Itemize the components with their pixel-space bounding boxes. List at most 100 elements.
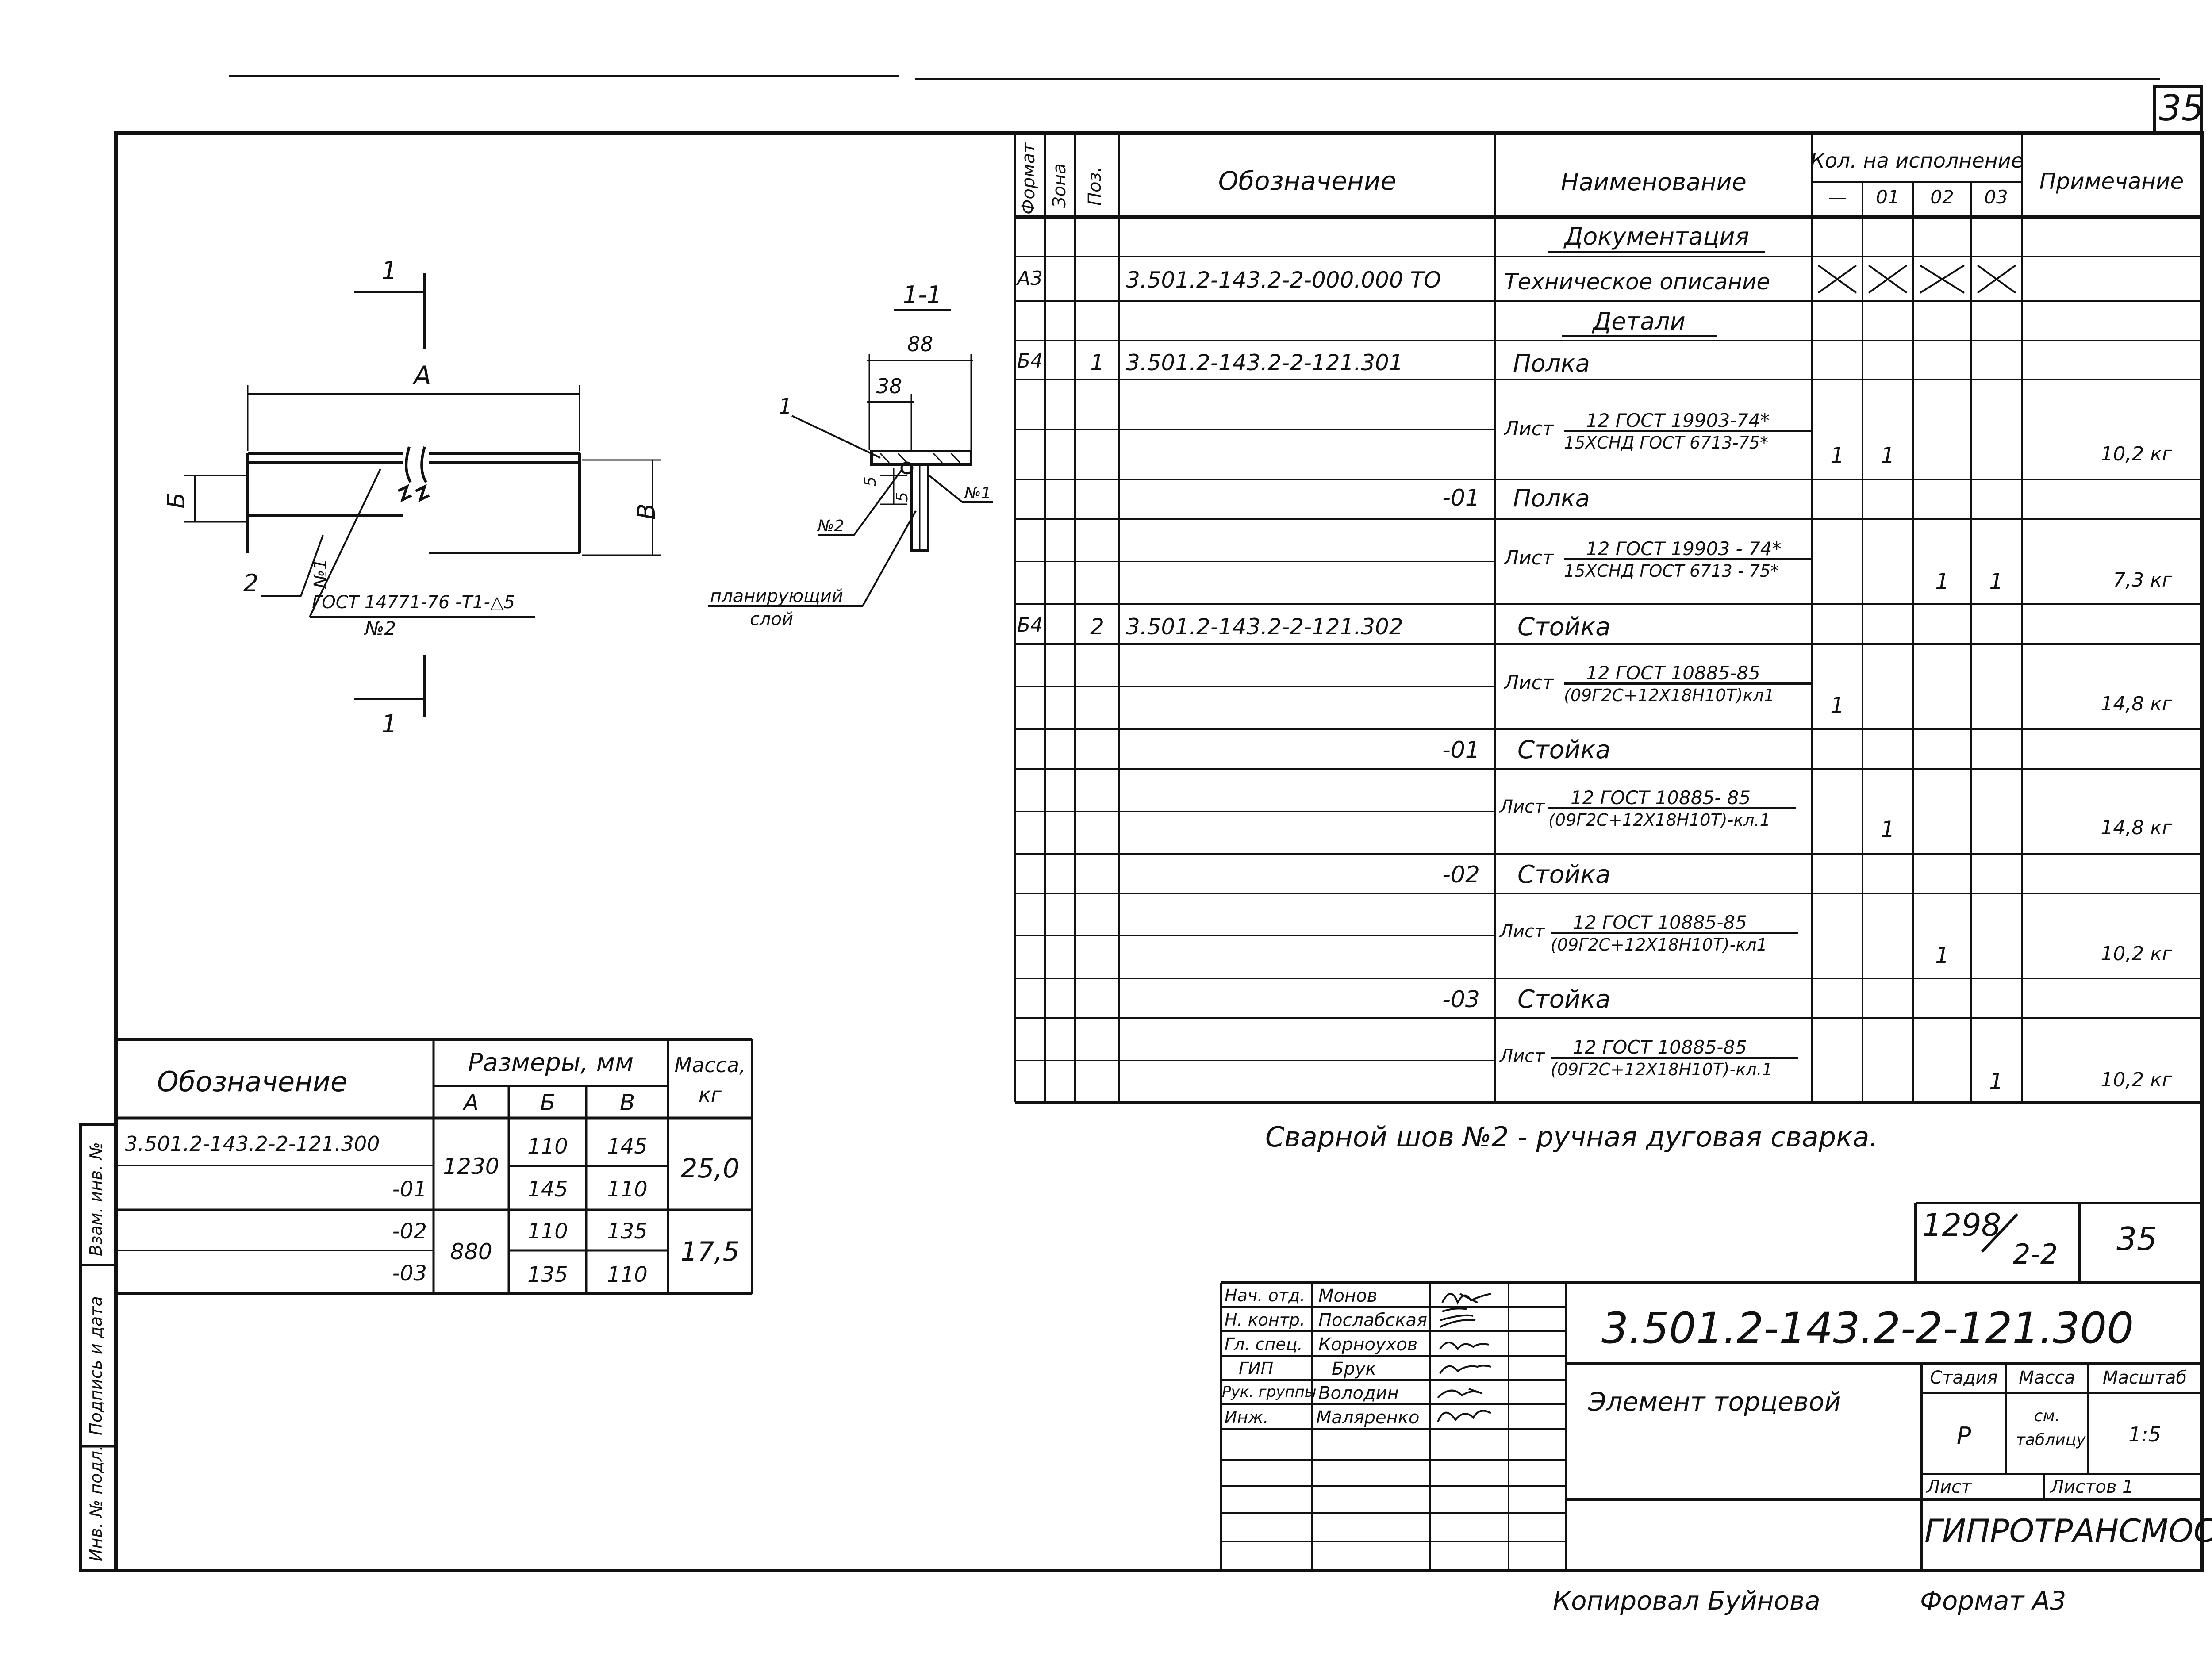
weld-no2-label: №2 <box>365 617 396 639</box>
spec-row2-q1: 1 <box>1881 443 1895 468</box>
spec-row0-format: А3 <box>1017 267 1043 290</box>
dim-5a-label: 5 <box>861 476 879 487</box>
dims-row0-mass: 25,0 <box>680 1153 740 1184</box>
planing-layer-line2: слой <box>750 609 794 629</box>
spec-row0-designation: 3.501.2-143.2-2-000.000 ТО <box>1126 267 1441 293</box>
stamp-signature-date: Подпись и дата <box>86 1296 106 1435</box>
spec-row11-designation: -03 <box>1442 986 1480 1013</box>
spec-row6-prefix: Лист <box>1504 671 1554 694</box>
spec-header-zone: Зона <box>1049 163 1070 208</box>
footer-copied: Копировал Буйнова <box>1553 1586 1820 1616</box>
spec-row2-note: 10,2 кг <box>2101 443 2172 465</box>
spec-row4-prefix: Лист <box>1504 547 1554 569</box>
spec-header-name: Наименование <box>1561 168 1747 196</box>
spec-row2-q0: 1 <box>1830 443 1844 468</box>
spec-row10-note: 10,2 кг <box>2101 943 2172 965</box>
spec-row4-note: 7,3 кг <box>2113 569 2172 591</box>
scale-value: 1:5 <box>2128 1422 2162 1446</box>
spec-row1-name: Полка <box>1513 349 1590 377</box>
spec-header-pos: Поз. <box>1085 166 1105 206</box>
weld-no1-label: №1 <box>311 558 331 588</box>
spec-row5-designation: 3.501.2-143.2-2-121.302 <box>1126 614 1403 640</box>
spec-row6-q0: 1 <box>1830 693 1844 718</box>
dim-a-label: А <box>414 360 431 391</box>
dims-row2-designation: -02 <box>392 1219 427 1244</box>
spec-row4-bottom: 15ХСНД ГОСТ 6713 - 75* <box>1564 561 1779 581</box>
dims-header-designation: Обозначение <box>157 1066 348 1098</box>
mass-label: Масса <box>2019 1368 2075 1388</box>
planing-layer-line1: планирующий <box>710 586 843 606</box>
spec-row3-name: Полка <box>1513 484 1590 512</box>
spec-header-designation: Обозначение <box>1218 166 1397 196</box>
spec-row1-pos: 1 <box>1090 350 1104 376</box>
dims-row0-b: 110 <box>527 1134 568 1159</box>
dims-row2-mass: 17,5 <box>680 1236 740 1267</box>
dims-row1-designation: -01 <box>392 1177 427 1202</box>
weld-no2-section-label: №2 <box>818 517 845 535</box>
spec-row12-note: 10,2 кг <box>2101 1069 2172 1091</box>
stage-value: Р <box>1956 1422 1971 1450</box>
spec-row2-bottom: 15ХСНД ГОСТ 6713-75* <box>1564 433 1768 452</box>
dims-header-mass: Масса, кг <box>674 1053 746 1107</box>
spec-row10-bottom: (09Г2С+12Х18Н10Т)-кл1 <box>1551 935 1767 955</box>
spec-row2-top: 12 ГОСТ 19903-74* <box>1586 410 1770 431</box>
spec-section-docs: Документация <box>1564 222 1749 250</box>
spec-header-qty-col-1: 01 <box>1876 186 1900 208</box>
spec-row8-top: 12 ГОСТ 10885- 85 <box>1571 787 1751 809</box>
dims-row1-b: 145 <box>527 1177 568 1202</box>
staff-role-2: Гл. спец. <box>1225 1334 1303 1354</box>
cut-label-top: 1 <box>381 257 397 285</box>
staff-role-0: Нач. отд. <box>1225 1286 1306 1305</box>
cut-label-bottom: 1 <box>381 710 397 739</box>
dims-header-sizes: Размеры, мм <box>468 1048 634 1077</box>
spec-row12-prefix: Лист <box>1500 1046 1545 1066</box>
spec-row3-designation: -01 <box>1442 485 1480 511</box>
sheet-number: 35 <box>2159 88 2204 129</box>
dims-col-v: В <box>619 1090 635 1116</box>
spec-header-format: Формат <box>1018 142 1039 215</box>
spec-row5-pos: 2 <box>1090 614 1104 640</box>
dim-v-label: В <box>633 503 661 520</box>
stamp-inv-original: Инв. № подл. <box>86 1445 106 1561</box>
sheet-label: Лист <box>1927 1477 1972 1497</box>
staff-name-3: Брук <box>1332 1359 1376 1379</box>
spec-row0-name: Техническое описание <box>1504 269 1770 295</box>
dims-row2-a: 880 <box>450 1239 492 1265</box>
spec-header-qty-col-0: — <box>1828 186 1847 208</box>
spec-row8-prefix: Лист <box>1500 797 1545 817</box>
spec-row6-note: 14,8 кг <box>2101 693 2172 715</box>
spec-row7-designation: -01 <box>1442 737 1480 763</box>
dims-row2-b: 110 <box>527 1219 568 1244</box>
doc-title: Элемент торцевой <box>1588 1387 1841 1417</box>
spec-row9-name: Стойка <box>1517 860 1611 889</box>
spec-row11-name: Стойка <box>1517 985 1611 1014</box>
spec-header-note: Примечание <box>2039 169 2184 194</box>
spec-row12-q3: 1 <box>1989 1069 2003 1094</box>
dims-row3-v: 110 <box>607 1262 648 1287</box>
stage-label: Стадия <box>1930 1368 1998 1388</box>
mass-value: см. таблицу <box>2016 1407 2086 1449</box>
footer-format: Формат А3 <box>1920 1586 2066 1616</box>
spec-row4-q3: 1 <box>1989 569 2003 594</box>
staff-name-0: Монов <box>1318 1286 1378 1306</box>
spec-row10-prefix: Лист <box>1500 921 1545 942</box>
spec-header-qty: Кол. на исполнение <box>1810 149 2024 173</box>
dims-row3-designation: -03 <box>392 1261 427 1286</box>
dim-88-label: 88 <box>907 332 933 356</box>
spec-row4-q2: 1 <box>1935 569 1949 594</box>
weld-note: Сварной шов №2 - ручная дуговая сварка. <box>1265 1121 1878 1153</box>
staff-name-1: Послабская <box>1318 1310 1428 1330</box>
spec-row1-format: Б4 <box>1017 350 1043 372</box>
spec-row4-top: 12 ГОСТ 19903 - 74* <box>1586 538 1782 560</box>
spec-row10-q2: 1 <box>1935 943 1949 968</box>
staff-role-1: Н. контр. <box>1225 1310 1306 1330</box>
dims-col-b: Б <box>540 1090 556 1116</box>
spec-row1-designation: 3.501.2-143.2-2-121.301 <box>1126 350 1403 376</box>
dim-b-label: Б <box>162 492 190 509</box>
sheet-page: 35 <box>2116 1220 2157 1257</box>
weld-no1-section-label: №1 <box>964 484 991 502</box>
stamp-replaced-inv: Взам. инв. № <box>86 1142 106 1256</box>
staff-name-4: Володин <box>1318 1383 1399 1403</box>
spec-row12-top: 12 ГОСТ 10885-85 <box>1573 1036 1747 1058</box>
